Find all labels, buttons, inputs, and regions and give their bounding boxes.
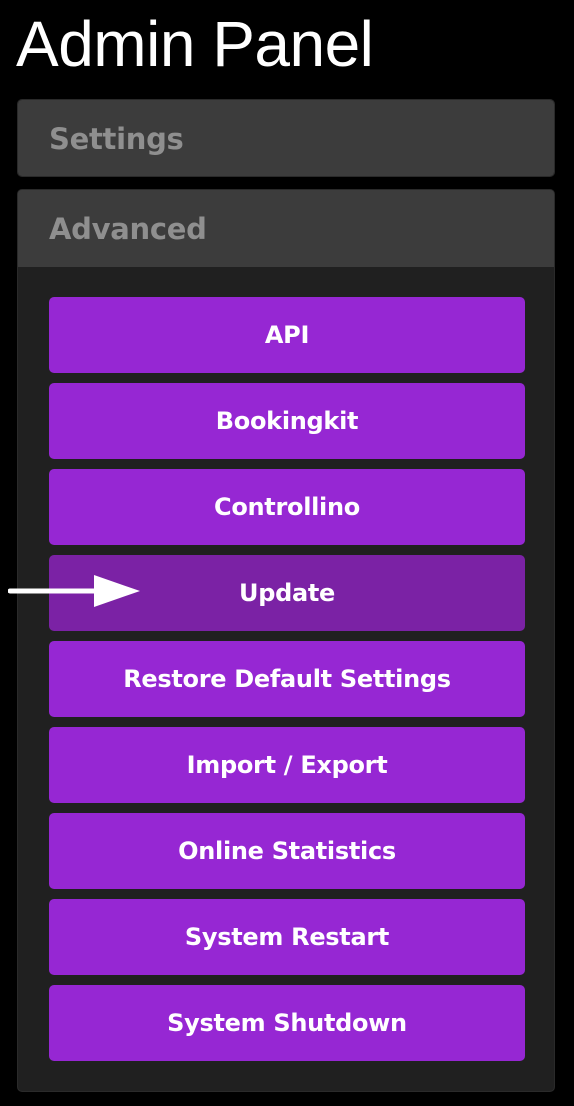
settings-panel-label: Settings: [49, 122, 184, 156]
advanced-panel: Advanced API Bookingkit Controllino Upda…: [17, 189, 555, 1092]
system-shutdown-button[interactable]: System Shutdown: [49, 985, 525, 1061]
settings-panel: Settings: [17, 99, 555, 177]
system-restart-button[interactable]: System Restart: [49, 899, 525, 975]
api-button[interactable]: API: [49, 297, 525, 373]
import-export-button[interactable]: Import / Export: [49, 727, 525, 803]
advanced-button-list: API Bookingkit Controllino Update Restor…: [49, 297, 525, 1071]
advanced-panel-body: API Bookingkit Controllino Update Restor…: [18, 267, 554, 1091]
advanced-panel-label: Advanced: [49, 212, 207, 246]
restore-default-settings-button[interactable]: Restore Default Settings: [49, 641, 525, 717]
bookingkit-button[interactable]: Bookingkit: [49, 383, 525, 459]
right-arrow-icon: [8, 575, 140, 607]
settings-panel-header[interactable]: Settings: [18, 100, 554, 176]
advanced-panel-header[interactable]: Advanced: [18, 190, 554, 268]
online-statistics-button[interactable]: Online Statistics: [49, 813, 525, 889]
page-title: Admin Panel: [16, 8, 374, 80]
controllino-button[interactable]: Controllino: [49, 469, 525, 545]
